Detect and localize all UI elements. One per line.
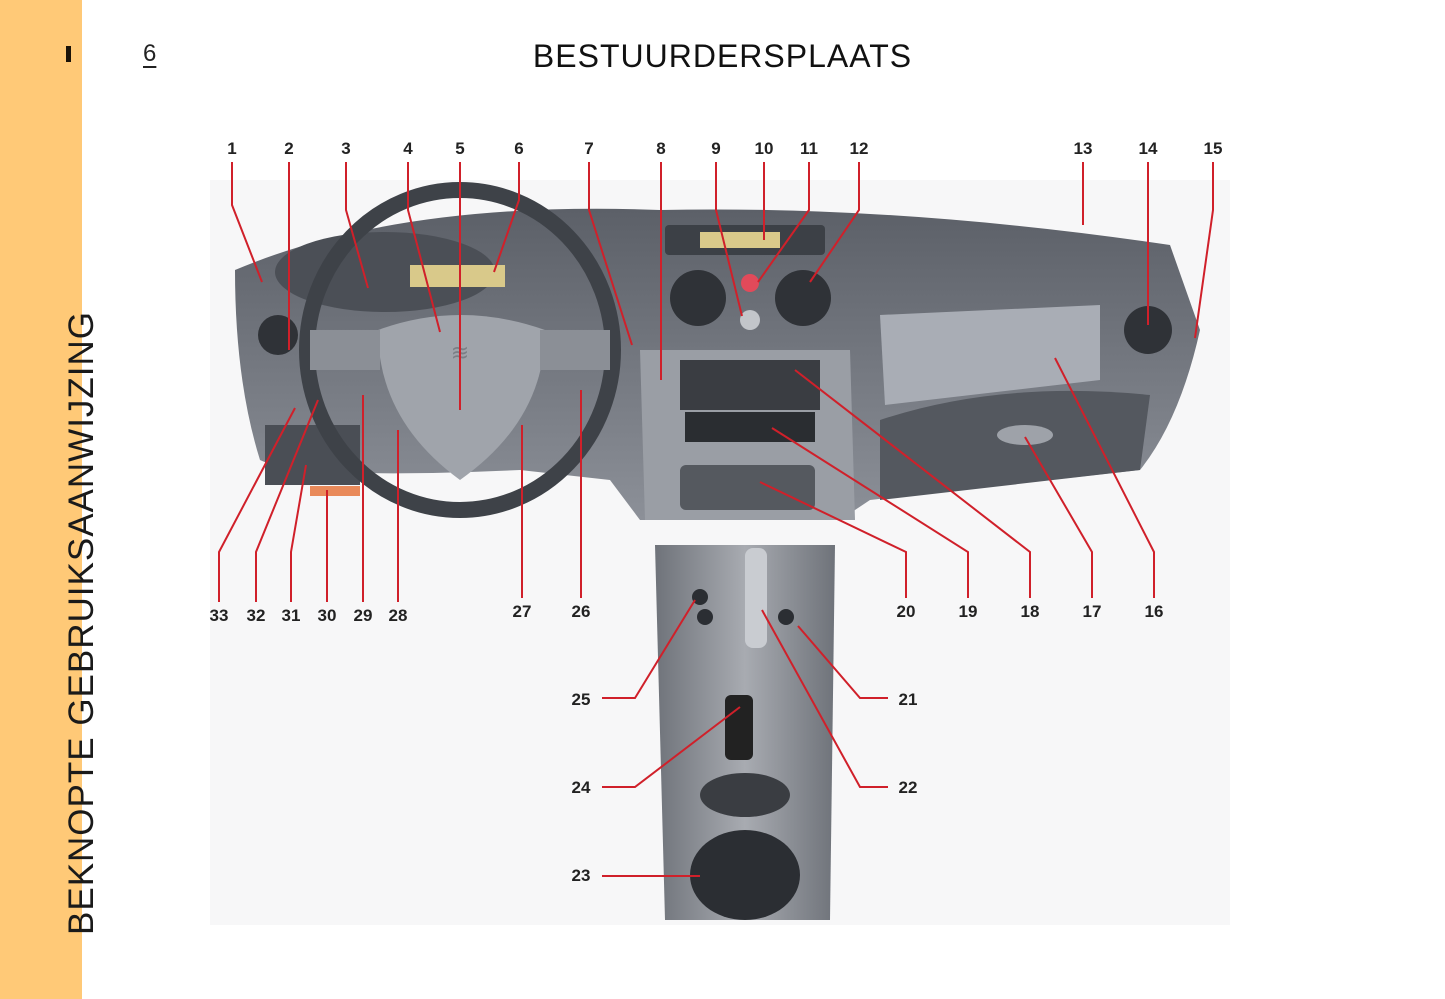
callout-lines	[218, 162, 1214, 877]
callout-27: 27	[512, 602, 532, 621]
page-number: 6	[143, 40, 157, 67]
callout-14: 14	[1138, 139, 1158, 158]
callout-2: 2	[284, 139, 294, 158]
ashtray	[690, 830, 800, 920]
vent-right	[1124, 306, 1172, 354]
callout-11: 11	[800, 139, 818, 158]
airbag-cover	[378, 315, 545, 480]
climate-controls	[680, 465, 815, 510]
chapter-marker	[66, 46, 71, 62]
callout-22: 22	[898, 778, 918, 797]
glovebox-lid	[880, 305, 1100, 405]
callout-5: 5	[455, 139, 465, 158]
callout-24: 24	[571, 778, 591, 797]
callout-15: 15	[1203, 139, 1223, 158]
chapter-sidebar: BEKNOPTE GEBRUIKSAANWIJZING	[0, 0, 101, 999]
multifunction-display	[700, 232, 780, 248]
callout-26: 26	[571, 602, 591, 621]
callout-23: 23	[571, 866, 591, 885]
callout-9: 9	[711, 139, 721, 158]
callout-32: 32	[246, 606, 266, 625]
callout-31: 31	[281, 606, 301, 625]
callout-19: 19	[958, 602, 978, 621]
callout-1: 1	[227, 139, 237, 158]
vent-center-right	[775, 270, 831, 326]
gear-lever	[745, 548, 767, 648]
callout-6: 6	[514, 139, 524, 158]
cup-holder	[700, 773, 790, 817]
callout-33: 33	[209, 606, 229, 625]
radio	[680, 360, 820, 410]
callout-4: 4	[403, 139, 413, 158]
callout-10: 10	[754, 139, 774, 158]
callout-30: 30	[317, 606, 337, 625]
callout-25: 25	[571, 690, 591, 709]
vent-center-left	[670, 270, 726, 326]
glovebox-handle	[997, 425, 1053, 445]
callout-8: 8	[656, 139, 666, 158]
callout-3: 3	[341, 139, 351, 158]
instrument-display	[410, 265, 505, 287]
bonnet-release	[310, 486, 360, 496]
callout-18: 18	[1020, 602, 1040, 621]
callout-7: 7	[584, 139, 594, 158]
callout-29: 29	[353, 606, 373, 625]
callout-17: 17	[1082, 602, 1102, 621]
glovebox	[880, 390, 1150, 500]
callout-28: 28	[388, 606, 408, 625]
handbrake-slot	[725, 695, 753, 760]
vent-left	[258, 315, 298, 355]
page-title: BESTUURDERSPLAATS	[532, 38, 913, 74]
callout-13: 13	[1073, 139, 1093, 158]
callout-21: 21	[898, 690, 918, 709]
callout-20: 20	[896, 602, 916, 621]
callout-12: 12	[849, 139, 869, 158]
callout-16: 16	[1144, 602, 1164, 621]
hazard-button	[741, 274, 759, 292]
